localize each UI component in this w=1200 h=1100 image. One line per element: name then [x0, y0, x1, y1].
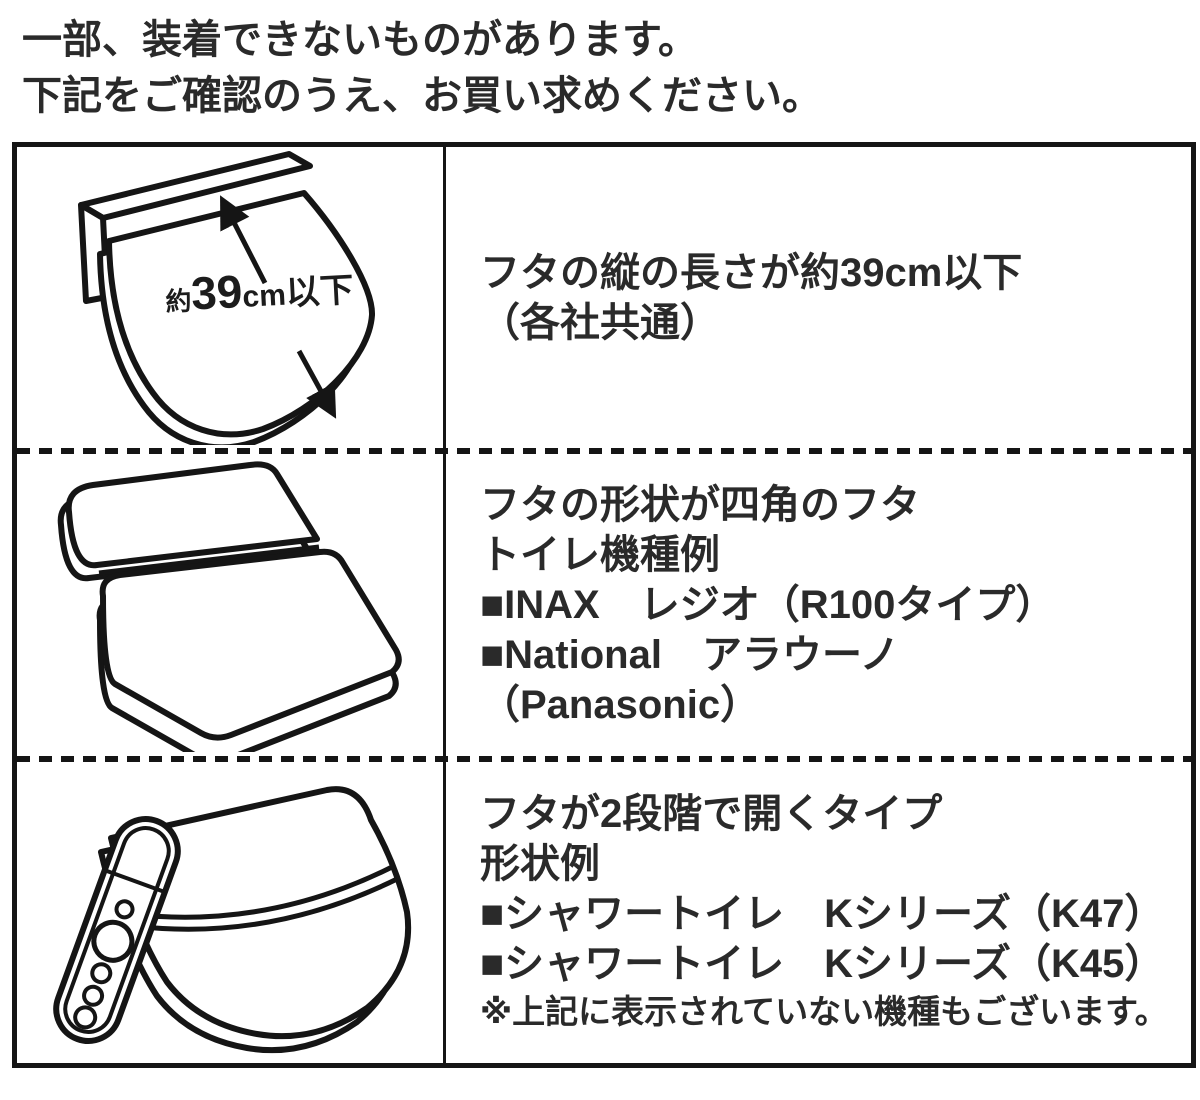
measurement-label: 約39cm以下	[164, 258, 355, 322]
control-panel-inner-outline	[63, 825, 171, 1034]
table-row-square-lid: フタの形状が四角のフタ トイレ機種例 ■INAX レジオ（R100タイプ） ■N…	[17, 454, 1191, 756]
description-cell-square-lid: フタの形状が四角のフタ トイレ機種例 ■INAX レジオ（R100タイプ） ■N…	[446, 454, 1191, 755]
illustration-cell-lid-length: 約39cm以下	[17, 147, 446, 449]
row-divider	[17, 755, 1191, 762]
tank-lid-edge	[98, 544, 320, 576]
measurement-suffix: 以下	[284, 271, 355, 313]
control-panel-outline	[53, 815, 181, 1044]
tank-lid-top	[65, 461, 320, 569]
panel-button-large	[91, 919, 135, 963]
panel-button	[73, 1005, 98, 1030]
notice-header: 一部、装着できないものがあります。 下記をご確認のうえ、お買い求めください。	[22, 12, 822, 124]
description-line: フタが2段階で開くタイプ	[480, 792, 943, 837]
description-line: ■シャワートイレ Kシリーズ（K47）	[480, 892, 1165, 937]
panel-button	[114, 898, 135, 919]
table-row-lid-length: 約39cm以下 フタの縦の長さが約39cm以下 （各社共通）	[17, 147, 1191, 449]
row-divider	[17, 448, 1191, 455]
description-line: トイレ機種例	[480, 532, 720, 577]
description-line: フタの形状が四角のフタ	[480, 482, 920, 527]
control-panel	[53, 815, 181, 1044]
description-line: （各社共通）	[480, 300, 720, 345]
table-row-two-stage-lid: フタが2段階で開くタイプ 形状例 ■シャワートイレ Kシリーズ（K47） ■シャ…	[17, 761, 1191, 1063]
measurement-unit: cm	[241, 278, 287, 314]
description-line: ■National アラウーノ	[480, 632, 900, 677]
description-cell-lid-length: フタの縦の長さが約39cm以下 （各社共通）	[446, 147, 1191, 448]
two-stage-lid-illustration	[53, 785, 412, 1053]
seat-lid-top	[99, 549, 402, 741]
compatibility-table: 約39cm以下 フタの縦の長さが約39cm以下 （各社共通） フタの形状が四角の…	[12, 142, 1196, 1068]
measure-arrow	[220, 195, 337, 419]
measurement-prefix: 約	[164, 285, 193, 317]
measurement-value: 39	[189, 264, 244, 320]
lid-seam-line	[130, 863, 396, 920]
notice-line-2: 下記をご確認のうえ、お買い求めください。	[22, 74, 822, 118]
panel-button	[90, 961, 113, 984]
description-line: ■INAX レジオ（R100タイプ）	[480, 582, 1056, 627]
description-cell-two-stage-lid: フタが2段階で開くタイプ 形状例 ■シャワートイレ Kシリーズ（K47） ■シャ…	[446, 762, 1191, 1063]
description-line: 形状例	[480, 842, 600, 887]
control-panel-divider	[105, 868, 164, 893]
description-line: ■シャワートイレ Kシリーズ（K45）	[480, 942, 1165, 987]
lid-seam-line	[133, 876, 399, 932]
toilet-lid-length-illustration	[78, 151, 376, 445]
description-line: （Panasonic）	[480, 682, 761, 727]
description-note: ※上記に表示されていない機種もございます。	[480, 993, 1168, 1031]
square-lid-illustration	[57, 461, 402, 753]
illustration-cell-square-lid	[17, 454, 446, 756]
description-line: フタの縦の長さが約39cm以下	[480, 250, 1023, 295]
illustration-cell-two-stage-lid	[17, 761, 446, 1063]
panel-button	[82, 984, 105, 1007]
lid-outline	[106, 190, 376, 438]
notice-line-1: 一部、装着できないものがあります。	[22, 18, 698, 62]
